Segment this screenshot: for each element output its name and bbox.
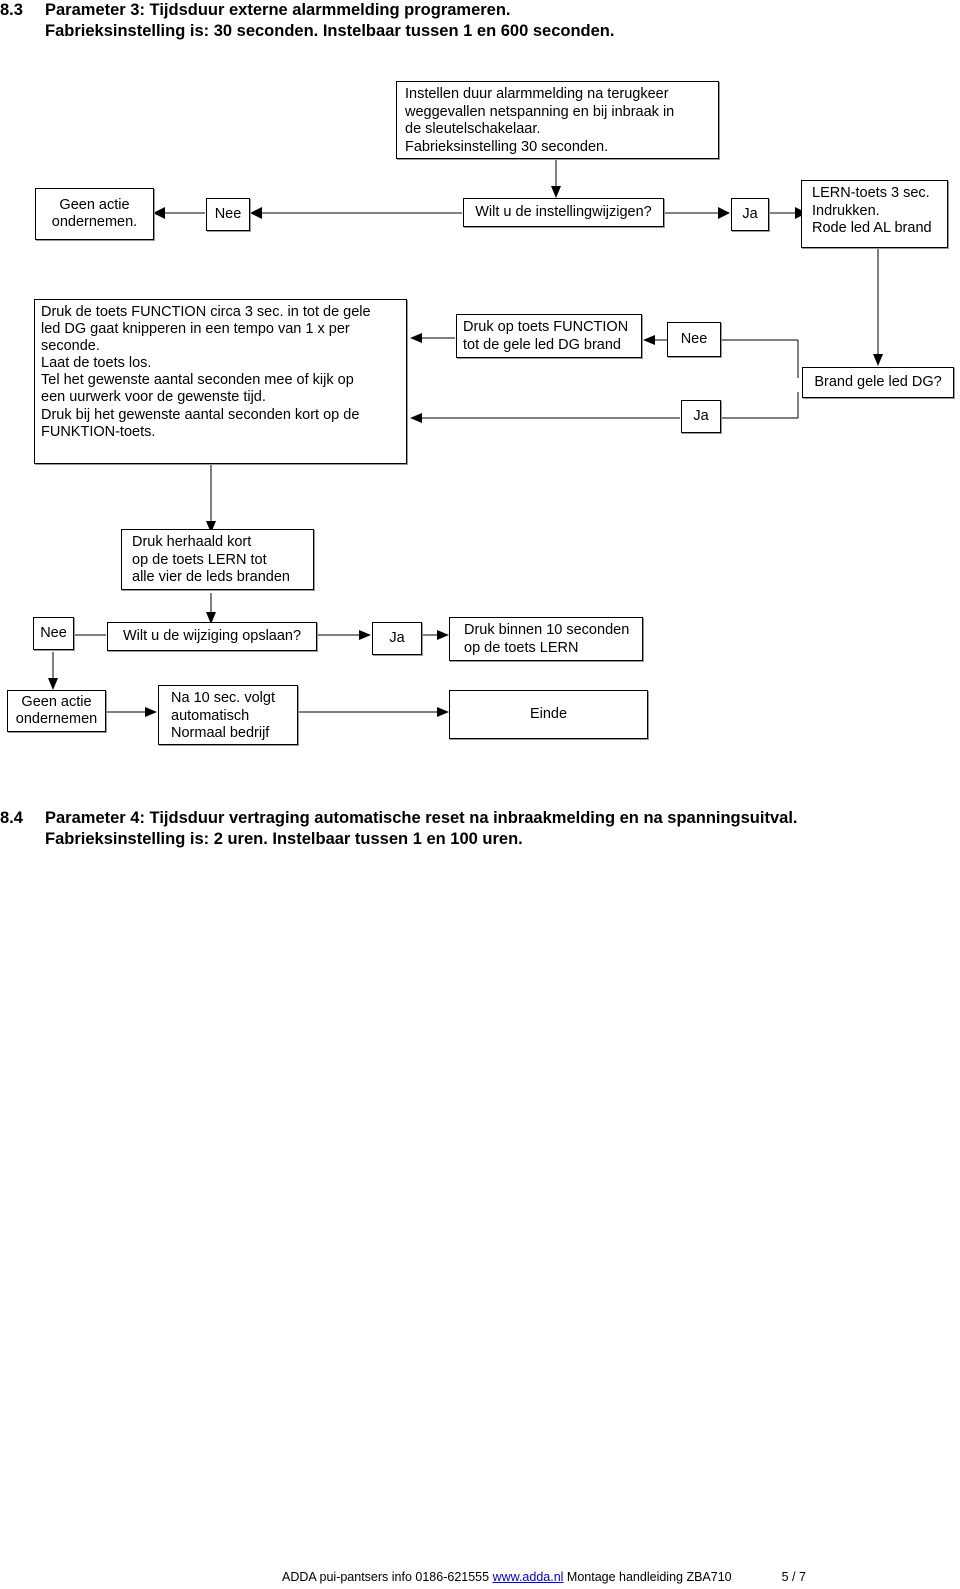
section-number: 8.3: [0, 1, 23, 19]
footer-website-link[interactable]: www.adda.nl: [492, 1570, 564, 1584]
function-instructions-box: Druk de toets FUNCTION circa 3 sec. in t…: [34, 299, 407, 464]
section-title: Parameter 3: Tijdsduur externe alarmmeld…: [45, 1, 511, 19]
footer-info: ADDA pui-pantsers info 0186-621555: [282, 1570, 493, 1584]
nee-box-2: Nee: [667, 322, 721, 357]
section-number: 8.4: [0, 809, 23, 827]
nee-box: Nee: [206, 198, 250, 231]
press-function-box: Druk op toets FUNCTION tot de gele led D…: [456, 314, 642, 358]
page-number: 5 / 7: [781, 1570, 806, 1584]
ja-box: Ja: [731, 198, 769, 231]
section-title: Parameter 4: Tijdsduur vertraging automa…: [45, 809, 798, 827]
ja-box-2: Ja: [681, 400, 721, 433]
auto-normal-box: Na 10 sec. volgt automatisch Normaal bed…: [158, 685, 298, 745]
start-info-box: Instellen duur alarmmelding na terugkeer…: [396, 81, 719, 159]
end-box: Einde: [449, 690, 648, 739]
question-change-setting: Wilt u de instellingwijzigen?: [463, 198, 664, 227]
section-subtitle: Fabrieksinstelling is: 2 uren. Instelbaa…: [45, 830, 523, 848]
lern-box: LERN-toets 3 sec. Indrukken. Rode led AL…: [801, 180, 948, 248]
question-led-dg-box: Brand gele led DG?: [802, 367, 954, 398]
no-action-box: Geen actie ondernemen.: [35, 188, 154, 240]
repeat-lern-box: Druk herhaald kort op de toets LERN tot …: [121, 529, 314, 590]
section-8-4-heading: 8.4 Parameter 4: Tijdsduur vertraging au…: [0, 808, 960, 852]
question-save-box: Wilt u de wijziging opslaan?: [107, 622, 317, 651]
nee-box-3: Nee: [33, 617, 74, 650]
ja-box-3: Ja: [372, 622, 422, 655]
footer-manual: Montage handleiding ZBA710: [563, 1570, 732, 1584]
page-footer: ADDA pui-pantsers info 0186-621555 www.a…: [282, 1570, 806, 1584]
section-subtitle: Fabrieksinstelling is: 30 seconden. Inst…: [45, 22, 615, 40]
press-lern-box: Druk binnen 10 seconden op de toets LERN: [449, 617, 643, 661]
section-8-3-heading: 8.3 Parameter 3: Tijdsduur externe alarm…: [0, 0, 960, 44]
no-action-box-2: Geen actie ondernemen: [7, 690, 106, 732]
